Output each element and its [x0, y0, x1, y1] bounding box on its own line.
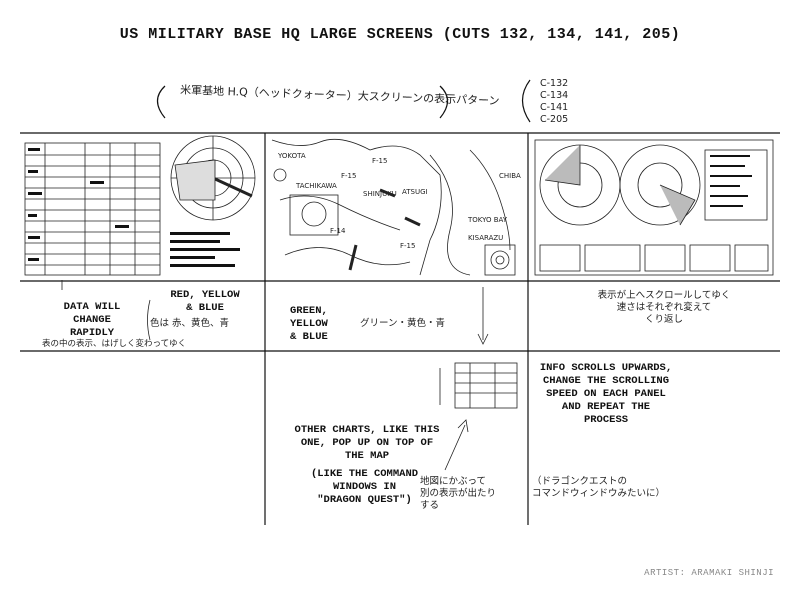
map-label: TOKYO BAY: [468, 216, 508, 224]
note-data-change-jp: 表の中の表示、はげしく変わってゆく: [42, 339, 187, 349]
panel3-list-marks: [710, 155, 752, 207]
note-dq-jp: （ドラゴンクエストの コマンドウィンドウみたいに）: [532, 476, 666, 499]
note-colors-panel2-jp: グリーン・黄色・青: [360, 318, 446, 329]
note-scroll-jp: 表示が上へスクロールしてゆく 速さはそれぞれ変えて くり返し: [597, 290, 731, 325]
bracket-left: [156, 85, 166, 119]
map-label: KISARAZU: [468, 234, 504, 242]
panel1-table-rows: [25, 143, 160, 275]
map-label: F-15: [341, 172, 357, 180]
panel3-drawing: [534, 139, 774, 276]
note-colors-panel1-jp: 色は 赤、黄色、青: [150, 318, 230, 329]
map-label: YOKOTA: [278, 152, 306, 160]
cut-number: C-134: [540, 90, 569, 101]
map-label: F-15: [400, 242, 416, 250]
map-label: CHIBA: [499, 172, 521, 180]
panel1-arrow-2: [147, 299, 151, 341]
cut-number: C-132: [540, 78, 569, 89]
panel1-radar: [170, 135, 256, 221]
artist-credit: ARTIST: ARAMAKI SHINJI: [644, 568, 774, 578]
map-label: SHINJUKU: [363, 190, 397, 198]
popup-chart: [454, 362, 518, 409]
cut-list: C-132 C-134 C-141 C-205: [540, 78, 600, 126]
note-data-change: DATA WILL CHANGE RAPIDLY: [63, 301, 121, 339]
page-title: US MILITARY BASE HQ LARGE SCREENS (CUTS …: [119, 26, 681, 43]
panel2-drawing: [271, 138, 518, 471]
panel1-table-marks: [28, 148, 129, 261]
map-label: F-14: [330, 227, 346, 235]
note-popup-jp: 地図にかぶって 別の表示が出たり する: [420, 476, 497, 511]
panel1-drawing: [24, 135, 256, 341]
map-label: ATSUGI: [402, 188, 428, 196]
panel1-bars: [170, 232, 240, 267]
map-label: F-15: [372, 157, 388, 165]
note-scroll: INFO SCROLLS UPWARDS, CHANGE THE SCROLLI…: [539, 362, 673, 426]
note-dragon-quest: (LIKE THE COMMAND WINDOWS IN "DRAGON QUE…: [310, 468, 419, 506]
popup-arrow: [444, 424, 466, 471]
cut-number: C-141: [540, 102, 569, 113]
bracket-right: [439, 85, 449, 119]
note-colors-panel2: GREEN, YELLOW & BLUE: [290, 305, 328, 343]
bracket-cuts: [521, 79, 531, 123]
note-colors-panel1: RED, YELLOW & BLUE: [170, 289, 240, 314]
cut-number: C-205: [540, 114, 569, 125]
map-label: TACHIKAWA: [296, 182, 337, 190]
note-popup: OTHER CHARTS, LIKE THIS ONE, POP UP ON T…: [294, 424, 440, 462]
